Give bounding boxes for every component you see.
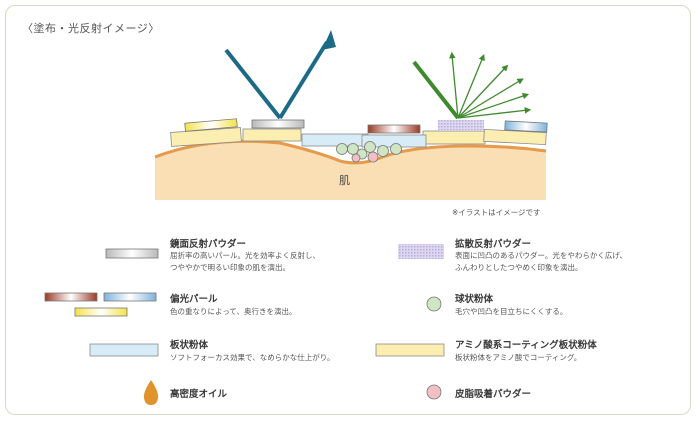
plate-1 <box>301 133 369 147</box>
polarized-pearl-red <box>367 124 421 134</box>
legend-specular-label: 鏡面反射パウダー <box>170 239 247 250</box>
legend-plate-icon <box>89 343 159 357</box>
diagram-frame <box>5 5 691 415</box>
diffuse-powder <box>438 120 484 131</box>
diffuse-ray <box>457 53 485 119</box>
legend-diffuse-label: 拡散反射パウダー <box>455 239 532 250</box>
coated-plate-2 <box>242 128 302 142</box>
legend-diffuse-desc-2: ふんわりとしたつやめく印象を演出。 <box>455 263 583 272</box>
sphere <box>364 141 376 153</box>
diffuse-ray <box>457 78 524 119</box>
diffuse-ray <box>457 64 509 119</box>
legend-diffuse-icon <box>398 244 444 259</box>
legend-sebum-icon <box>426 384 442 400</box>
legend-sebum-label: 皮脂吸着パウダー <box>455 389 532 400</box>
legend-oil-drop-icon <box>143 380 159 405</box>
diffuse-ray <box>449 51 459 119</box>
incident-light-arrow <box>224 48 282 120</box>
legend-sphere-label: 球状粉体 <box>455 294 494 305</box>
legend-sphere-desc: 毛穴や凹凸を目立ちにくくする。 <box>455 307 568 316</box>
skin-label: 肌 <box>339 174 350 187</box>
legend-coated-plate-icon <box>375 343 445 357</box>
coated-plate-1 <box>170 127 242 147</box>
sphere <box>390 143 402 155</box>
legend-diffuse-desc-1: 表面に凹凸のあるパウダー。光をやわらかく広げ、 <box>455 251 627 260</box>
sphere <box>377 145 389 157</box>
specular-arrowhead <box>322 30 336 50</box>
legend-plate-label: 板状粉体 <box>170 340 209 351</box>
legend-oil-label: 高密度オイル <box>170 389 228 400</box>
coated-plate-3 <box>422 130 486 145</box>
legend-pearl-red-icon <box>44 292 98 302</box>
diffuse-ray <box>457 92 530 119</box>
diagram-title: 〈塗布・光反射イメージ〉 <box>22 22 160 35</box>
legend-specular-icon <box>105 248 159 259</box>
diffuse-ray <box>457 107 532 119</box>
legend-sphere-icon <box>426 296 442 312</box>
specular-reflect-arrow <box>278 40 329 120</box>
diffuse-incident-arrow <box>412 60 460 120</box>
sebum-powder <box>351 153 361 163</box>
illustration-note: ※イラストはイメージです <box>452 208 541 217</box>
sphere <box>336 143 348 155</box>
legend-pearl-blue-icon <box>103 292 157 302</box>
legend-specular-desc-1: 屈折率の高いパール。光を効率よく反射し、 <box>170 251 320 260</box>
legend-specular-desc-2: つややかで明るい印象の肌を演出。 <box>170 263 290 272</box>
legend-coated-plate-label: アミノ酸系コーティング板状粉体 <box>455 340 597 351</box>
legend-polarized-label: 偏光パール <box>170 294 218 305</box>
polarized-pearl-blue <box>504 120 548 133</box>
diffuse-rays <box>449 51 532 119</box>
sphere <box>347 143 359 155</box>
coated-plate-4 <box>483 128 547 146</box>
legend-pearl-yellow-icon <box>74 307 128 317</box>
polarized-pearl-yellow <box>184 118 238 132</box>
sebum-powder <box>367 151 379 163</box>
legend-plate-desc: ソフトフォーカス効果で、なめらかな仕上がり。 <box>170 353 335 362</box>
legend-polarized-desc: 色の重なりによって、奥行きを演出。 <box>170 307 297 316</box>
specular-powder <box>251 119 305 129</box>
legend-coated-plate-desc: 板状粉体をアミノ酸でコーティング。 <box>455 353 582 362</box>
skin-surface <box>155 141 546 200</box>
